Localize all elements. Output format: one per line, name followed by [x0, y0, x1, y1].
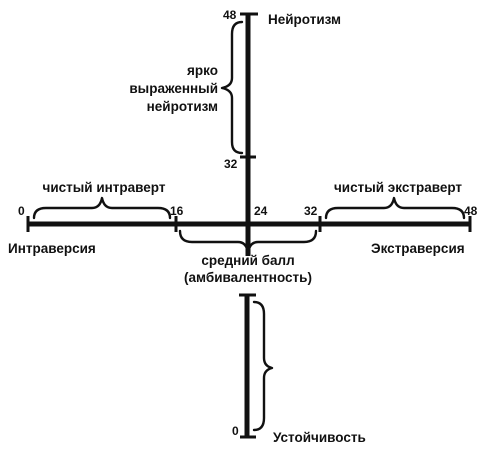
tick-label-v-48: 48 [223, 8, 237, 22]
tick-label-h-16: 16 [170, 204, 184, 218]
brace-neuroticism [220, 20, 244, 155]
tick-label-v-32: 32 [224, 157, 238, 171]
label-extraversion: Экстраверсия [371, 241, 465, 256]
annotation-neuroticism-line2: выраженный [129, 81, 218, 96]
annotation-neuroticism-line3: нейротизм [147, 99, 218, 114]
brace-extravert [324, 196, 466, 220]
brace-average [178, 229, 318, 254]
label-stability: Устойчивость [273, 430, 366, 445]
annotation-average-line2: (амбивалентность) [184, 270, 312, 285]
brace-introvert [32, 196, 172, 220]
tick-label-h-32: 32 [304, 204, 318, 218]
annotation-extravert: чистый экстраверт [334, 180, 462, 195]
tick-label-h-0: 0 [18, 204, 25, 218]
label-neuroticism: Нейротизм [268, 12, 341, 27]
annotation-neuroticism-line1: ярко [187, 63, 218, 78]
tick-label-h-48: 48 [464, 204, 478, 218]
tick-label-h-24: 24 [254, 204, 268, 218]
label-introversion: Интраверсия [8, 241, 96, 256]
tick-label-v-0: 0 [232, 424, 239, 438]
brace-stability [252, 300, 274, 432]
annotation-introvert: чистый интраверт [43, 180, 166, 195]
annotation-average-line1: средний балл [201, 253, 294, 268]
